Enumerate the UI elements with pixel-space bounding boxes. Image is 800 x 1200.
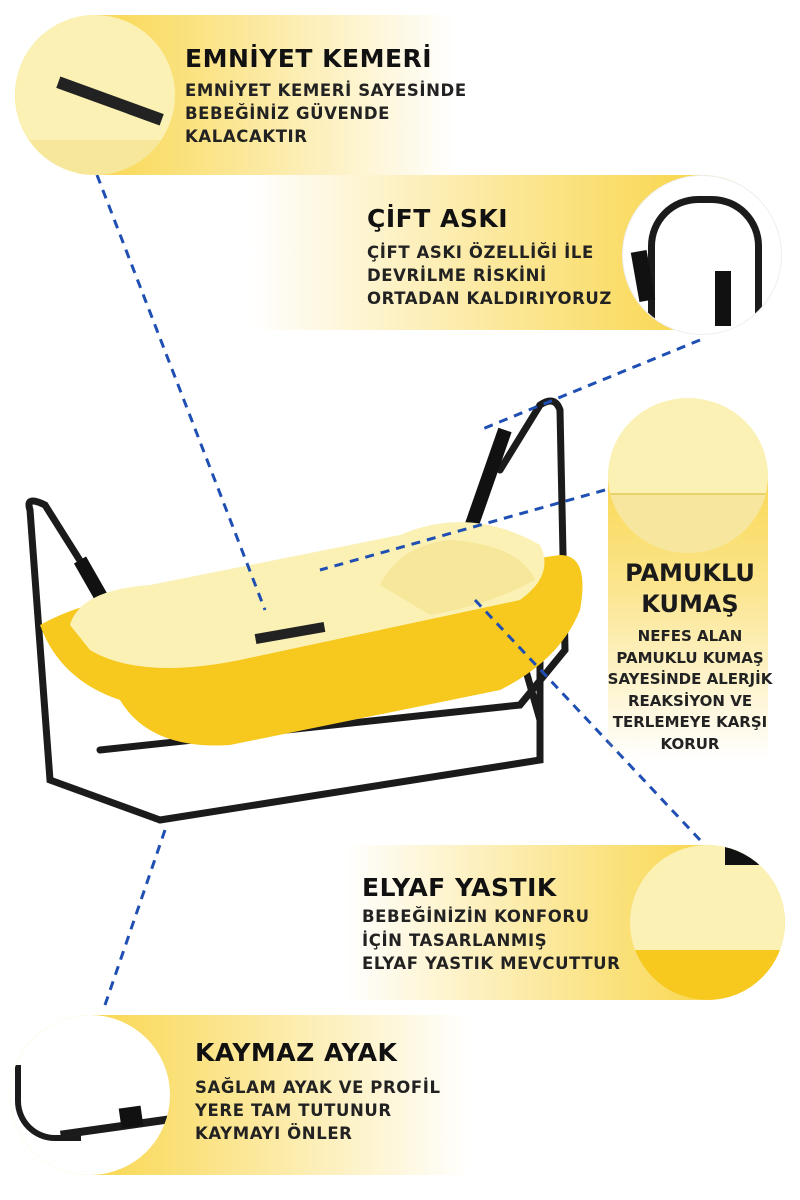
feature-text: İÇİN TASARLANMIŞ	[362, 931, 548, 950]
feature-text: KORUR	[660, 734, 720, 753]
feature-title: KAYMAZ AYAK	[195, 1038, 398, 1067]
feature-text: EMNİYET KEMERİ SAYESİNDE	[185, 81, 467, 100]
double-hanger-photo	[622, 175, 782, 335]
feature-title: ELYAF YASTIK	[362, 873, 557, 902]
non-slip-foot-photo	[10, 1015, 170, 1175]
feature-text: ÇİFT ASKI ÖZELLİĞİ İLE	[367, 243, 594, 262]
leader-lines	[95, 174, 702, 1006]
feature-text: BEBEĞİNİZ GÜVENDE	[185, 104, 390, 123]
fiber-pillow-photo	[630, 845, 785, 1000]
pillow	[380, 540, 535, 615]
safety-belt	[254, 621, 326, 645]
feature-text: YERE TAM TUTUNUR	[195, 1101, 392, 1120]
feature-text: DEVRİLME RİSKİNİ	[367, 266, 547, 285]
feature-text: KALACAKTIR	[185, 127, 308, 146]
feature-text-block: NEFES ALAN PAMUKLU KUMAŞ SAYESİNDE ALERJ…	[598, 626, 782, 755]
feature-text: SAĞLAM AYAK VE PROFİL	[195, 1078, 441, 1097]
feature-title: ÇİFT ASKI	[367, 204, 509, 233]
cotton-fabric-photo	[608, 398, 768, 553]
feature-text: REAKSİYON VE	[627, 691, 753, 710]
safety-belt-photo	[15, 15, 175, 175]
feature-text: KAYMAYI ÖNLER	[195, 1124, 353, 1143]
feature-text: SAYESİNDE ALERJİK	[607, 670, 773, 688]
feature-text: TERLEMEYE KARŞI	[612, 713, 768, 731]
feature-title-block: PAMUKLU KUMAŞ	[608, 558, 772, 620]
feature-text: BEBEĞİNİZİN KONFORU	[362, 907, 590, 926]
feature-title: EMNİYET KEMERİ	[185, 44, 433, 73]
feature-title: KUMAŞ	[641, 590, 739, 618]
feature-text: ELYAF YASTIK MEVCUTTUR	[362, 954, 621, 973]
feature-title: PAMUKLU	[625, 559, 755, 587]
feature-text: PAMUKLU KUMAŞ	[616, 648, 764, 667]
feature-text: ORTADAN KALDIRIYORUZ	[367, 289, 612, 308]
feature-text: NEFES ALAN	[637, 627, 743, 645]
